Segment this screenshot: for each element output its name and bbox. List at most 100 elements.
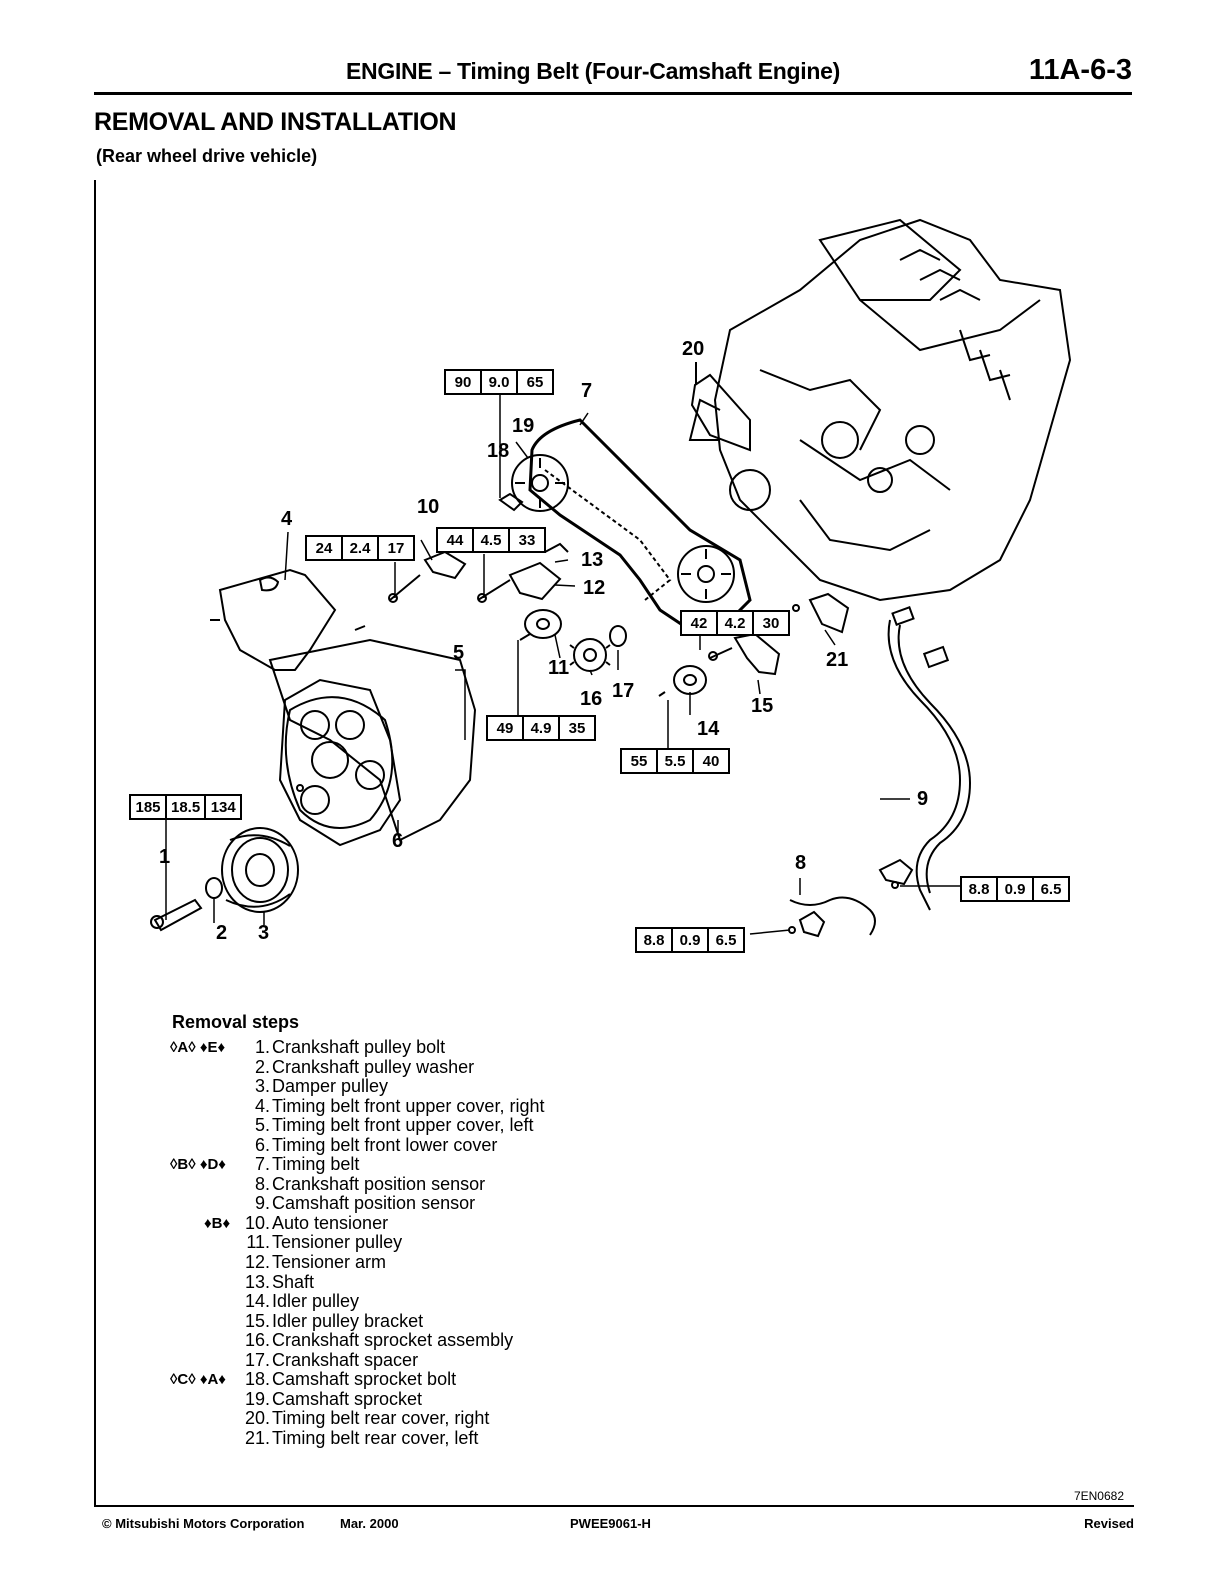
callout-number: 6 xyxy=(392,830,404,852)
crankshaft-pulley-washer xyxy=(205,877,223,899)
callout-number: 4 xyxy=(281,508,293,530)
leader-lines xyxy=(165,362,960,925)
list-item: 16.Crankshaft sprocket assembly xyxy=(244,1330,514,1351)
torque-spec-box: 8.8 0.9 6.5 xyxy=(960,876,1070,902)
section-subtitle: (Rear wheel drive vehicle) xyxy=(96,146,318,166)
torque-ftlbf: 40 xyxy=(692,750,728,772)
torque-spec-box: 185 18.5 134 xyxy=(129,794,243,820)
list-item: 2.Crankshaft pulley washer xyxy=(254,1056,475,1077)
torque-spec-box: 55 5.5 40 xyxy=(620,748,730,774)
torque-nm: 24 xyxy=(315,539,333,557)
torque-nm: 90 xyxy=(454,373,472,391)
crankshaft-position-sensor xyxy=(749,896,876,938)
list-item: 17.Crankshaft spacer xyxy=(244,1349,419,1370)
list-item: 5.Timing belt front upper cover, left xyxy=(254,1115,534,1136)
left-margin-rule xyxy=(94,180,96,1507)
footer-date: Mar. 2000 xyxy=(340,1516,399,1531)
callout-number: 2 xyxy=(216,922,228,944)
torque-ftlbf: 33 xyxy=(508,529,544,551)
callout-number: 15 xyxy=(751,695,774,717)
timing-belt xyxy=(528,418,752,632)
rear-cover-left xyxy=(808,592,850,634)
front-lower-cover xyxy=(278,678,402,847)
list-item: 21.Timing belt rear cover, left xyxy=(244,1427,479,1448)
torque-spec-box: 8.8 0.9 6.5 xyxy=(635,927,745,953)
footer-rule xyxy=(94,1505,1134,1507)
torque-spec-box: 42 4.2 30 xyxy=(680,610,790,636)
callout-number: 8 xyxy=(795,852,807,874)
callout-number: 20 xyxy=(682,338,705,360)
torque-kgfm: 0.9 xyxy=(996,878,1032,900)
torque-ftlbf: 35 xyxy=(558,717,594,739)
callout-number: 10 xyxy=(417,496,440,518)
torque-ftlbf: 6.5 xyxy=(1032,878,1068,900)
tensioner-shaft xyxy=(544,542,569,553)
camshaft-position-sensor xyxy=(878,606,972,911)
callout-number: 17 xyxy=(612,680,635,702)
callout-number: 7 xyxy=(581,380,593,402)
idler-pulley-bracket xyxy=(733,632,781,676)
list-item: ◊C◊ ♦A♦18.Camshaft sprocket bolt xyxy=(170,1369,457,1390)
camshaft-sprocket-left xyxy=(511,454,569,512)
torque-nm: 49 xyxy=(496,719,514,737)
idler-pulley xyxy=(673,665,707,695)
callout-number: 16 xyxy=(580,688,603,710)
callout-number: 14 xyxy=(697,718,720,740)
list-item: 9.Camshaft position sensor xyxy=(254,1193,476,1214)
engine-block-illustration xyxy=(688,218,1072,602)
front-upper-cover-left xyxy=(268,638,477,842)
section-title: REMOVAL AND INSTALLATION xyxy=(94,108,457,136)
torque-kgfm: 4.9 xyxy=(522,717,558,739)
torque-ftlbf: 65 xyxy=(516,371,552,393)
list-item: 19.Camshaft sprocket xyxy=(244,1388,423,1409)
torque-nm: 44 xyxy=(446,531,464,549)
callout-number: 1 xyxy=(159,846,171,868)
torque-kgfm: 9.0 xyxy=(480,371,516,393)
callout-number: 21 xyxy=(826,649,849,671)
list-item: 8.Crankshaft position sensor xyxy=(254,1173,486,1194)
rear-cover-right xyxy=(690,373,751,452)
removal-steps-list: ◊A◊ ♦E♦1.Crankshaft pulley bolt 2.Cranks… xyxy=(170,1037,545,1448)
torque-kgfm: 0.9 xyxy=(671,929,707,951)
callout-number: 18 xyxy=(487,440,510,462)
auto-tensioner xyxy=(423,550,467,580)
torque-kgfm: 5.5 xyxy=(656,750,692,772)
torque-kgfm: 4.2 xyxy=(716,612,752,634)
torque-kgfm: 2.4 xyxy=(341,537,377,559)
list-item: 11.Tensioner pulley xyxy=(246,1232,403,1253)
list-item: ◊A◊ ♦E♦1.Crankshaft pulley bolt xyxy=(170,1037,446,1057)
callout-number: 3 xyxy=(258,922,270,944)
crankshaft-spacer xyxy=(609,625,627,647)
figure-code: 7EN0682 xyxy=(1073,1489,1124,1503)
torque-spec-box: 90 9.0 65 xyxy=(444,369,554,395)
torque-spec-box: 24 2.4 17 xyxy=(305,535,415,561)
torque-nm: 8.8 xyxy=(643,931,665,949)
list-item: 12.Tensioner arm xyxy=(244,1252,387,1273)
list-item: 20.Timing belt rear cover, right xyxy=(244,1408,490,1429)
torque-kgfm: 4.5 xyxy=(472,529,508,551)
callout-number: 12 xyxy=(583,577,606,599)
torque-nm: 42 xyxy=(690,614,708,632)
page-number: 11A-6-3 xyxy=(1028,54,1132,86)
tensioner-pulley xyxy=(524,609,562,639)
crankshaft-sprocket xyxy=(569,638,611,672)
list-item: 15.Idler pulley bracket xyxy=(244,1310,424,1331)
callout-number: 13 xyxy=(581,549,604,571)
exploded-view-diagram xyxy=(150,218,1072,938)
removal-steps-heading: Removal steps xyxy=(172,1012,300,1032)
list-item: 14.Idler pulley xyxy=(244,1291,360,1312)
footer-document-code: PWEE9061-H xyxy=(570,1516,651,1531)
damper-pulley xyxy=(221,827,299,913)
torque-nm: 55 xyxy=(630,752,648,770)
header-rule xyxy=(94,92,1132,95)
page-header-title: ENGINE – Timing Belt (Four-Camshaft Engi… xyxy=(346,58,840,84)
torque-ftlbf: 30 xyxy=(752,612,788,634)
torque-ftlbf: 6.5 xyxy=(707,929,743,951)
torque-spec-box: 49 4.9 35 xyxy=(486,715,596,741)
footer-copyright: © Mitsubishi Motors Corporation xyxy=(102,1516,305,1531)
list-item: 4.Timing belt front upper cover, right xyxy=(254,1095,545,1116)
list-item: ♦B♦10.Auto tensioner xyxy=(204,1212,389,1233)
footer-revision-status: Revised xyxy=(1084,1516,1134,1531)
list-item: 3.Damper pulley xyxy=(254,1076,389,1097)
torque-kgfm: 18.5 xyxy=(165,796,204,818)
